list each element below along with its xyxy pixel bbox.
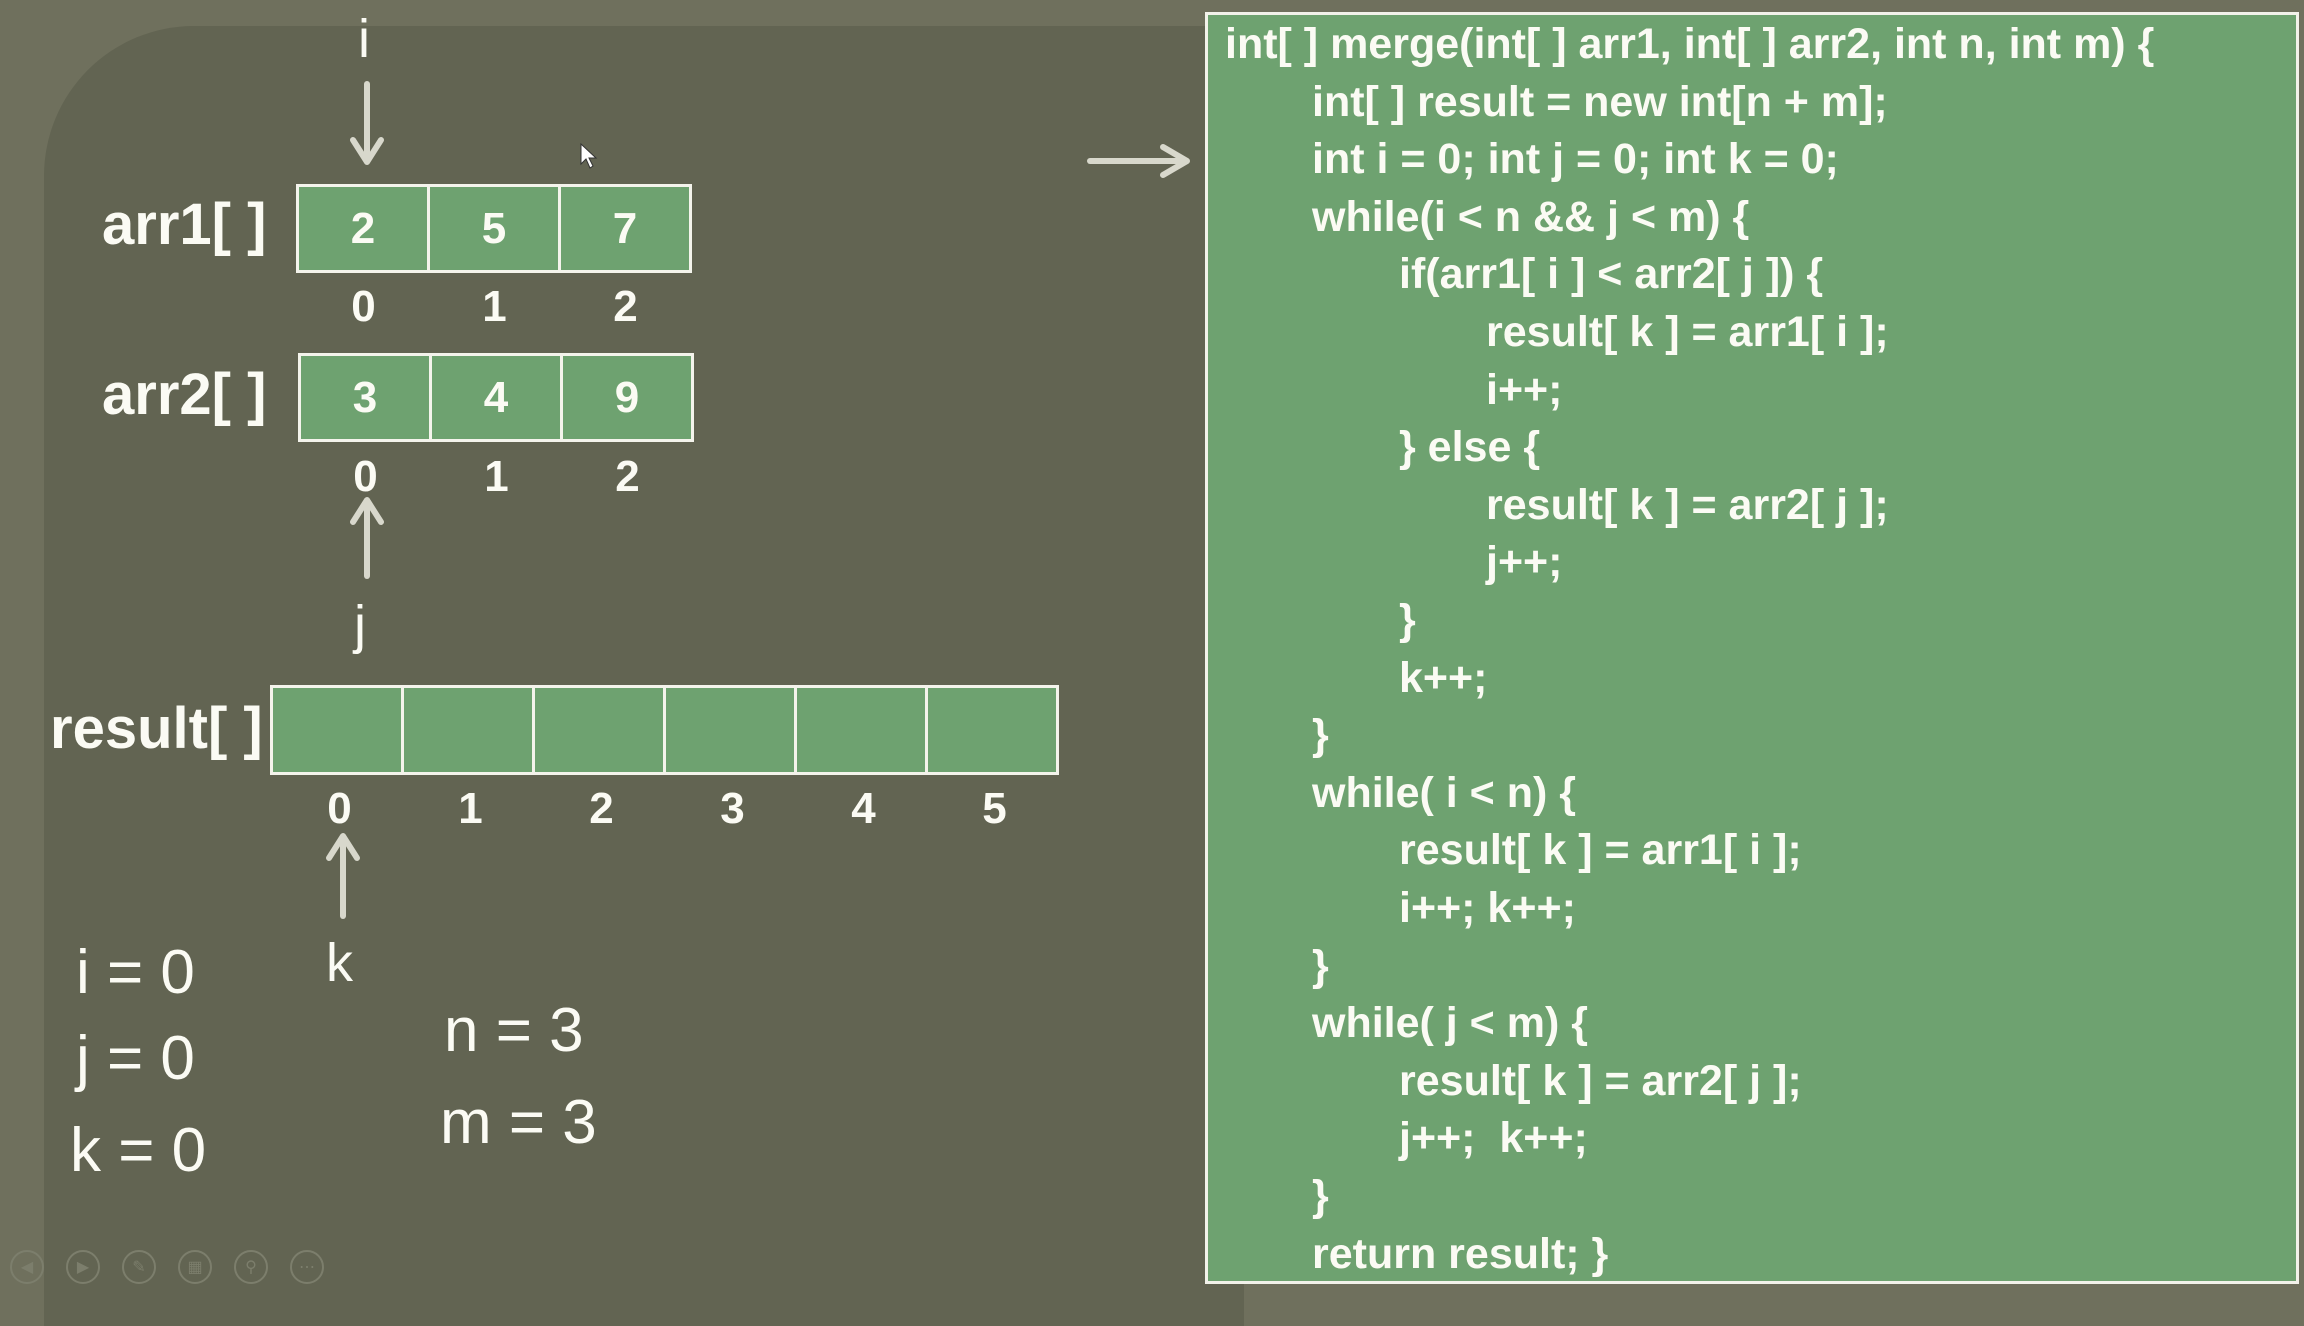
result-cell — [797, 688, 925, 772]
more-icon[interactable]: ⋯ — [290, 1250, 324, 1284]
index-label: 0 — [353, 452, 378, 501]
code-line: int i = 0; int j = 0; int k = 0; — [1312, 135, 1839, 184]
zoom-icon[interactable]: ⚲ — [234, 1250, 268, 1284]
index-label: 2 — [613, 282, 638, 331]
result-array — [270, 685, 1059, 775]
code-line: if(arr1[ i ] < arr2[ j ]) { — [1399, 250, 1824, 299]
var-m: m = 3 — [440, 1088, 597, 1157]
pointer-arrows — [326, 81, 1190, 919]
arr2-cell: 9 — [563, 356, 691, 439]
index-label: 5 — [982, 784, 1007, 833]
arr1-array: 2 5 7 — [296, 184, 692, 273]
index-label: 3 — [720, 784, 745, 833]
pointer-k-label: k — [326, 933, 353, 993]
code-line: i++; k++; — [1399, 884, 1576, 932]
slides-icon[interactable]: ▦ — [178, 1250, 212, 1284]
arr2-label: arr2[ ] — [102, 362, 267, 427]
code-line: j++; — [1486, 538, 1563, 587]
index-label: 2 — [589, 784, 614, 833]
code-line: } — [1312, 1172, 1329, 1220]
code-line: result[ k ] = arr1[ i ]; — [1399, 826, 1802, 875]
pointer-i-label: i — [358, 9, 370, 69]
code-line: } — [1312, 941, 1329, 990]
code-line: while( j < m) { — [1312, 999, 1588, 1048]
code-line: result[ k ] = arr2[ j ]; — [1486, 480, 1889, 529]
code-line: result[ k ] = arr1[ i ]; — [1486, 308, 1889, 356]
code-line: k++; — [1399, 653, 1488, 702]
code-line: } — [1312, 711, 1329, 760]
result-cell — [404, 688, 532, 772]
result-cell — [273, 688, 401, 772]
arr1-cell: 5 — [430, 187, 558, 270]
previous-icon[interactable]: ◀ — [10, 1250, 44, 1284]
pen-icon[interactable]: ✎ — [122, 1250, 156, 1284]
index-label: 2 — [615, 452, 640, 501]
result-cell — [666, 688, 794, 772]
arr1-indices: 0 1 2 — [298, 282, 691, 332]
code-line: j++; k++; — [1399, 1114, 1588, 1163]
var-k: k = 0 — [70, 1116, 207, 1185]
index-label: 1 — [482, 282, 507, 331]
result-cell — [928, 688, 1056, 772]
arr2-indices: 0 1 2 — [300, 452, 693, 502]
index-label: 1 — [484, 452, 509, 501]
arr1-cell: 2 — [299, 187, 427, 270]
var-n: n = 3 — [444, 996, 584, 1065]
index-label: 1 — [458, 784, 483, 833]
code-line: i++; — [1486, 365, 1563, 414]
index-label: 4 — [851, 784, 876, 833]
mouse-cursor-icon — [580, 142, 598, 169]
pointer-j-label: j — [354, 595, 366, 655]
play-icon[interactable]: ▶ — [66, 1250, 100, 1284]
index-label: 0 — [327, 784, 352, 833]
arr1-cell: 7 — [561, 187, 689, 270]
code-line: int[ ] result = new int[n + m]; — [1312, 77, 1888, 126]
code-panel: int[ ] merge(int[ ] arr1, int[ ] arr2, i… — [1205, 12, 2299, 1284]
code-line: while(i < n && j < m) { — [1312, 192, 1750, 241]
arr2-cell: 3 — [301, 356, 429, 439]
code-line: } else { — [1399, 423, 1541, 472]
code-line: while( i < n) { — [1312, 768, 1577, 817]
arr2-array: 3 4 9 — [298, 353, 694, 442]
code-line: int[ ] merge(int[ ] arr1, int[ ] arr2, i… — [1225, 20, 2155, 68]
arr1-label: arr1[ ] — [102, 192, 267, 257]
index-label: 0 — [351, 282, 376, 331]
code-line: result[ k ] = arr2[ j ]; — [1399, 1056, 1802, 1105]
code-line: return result; } — [1312, 1229, 1609, 1278]
result-indices: 0 1 2 3 4 5 — [274, 784, 1060, 834]
code-line: } — [1399, 596, 1416, 644]
var-j: j = 0 — [76, 1024, 195, 1093]
arr2-cell: 4 — [432, 356, 560, 439]
var-i: i = 0 — [76, 938, 195, 1007]
result-cell — [535, 688, 663, 772]
result-label: result[ ] — [50, 696, 263, 761]
